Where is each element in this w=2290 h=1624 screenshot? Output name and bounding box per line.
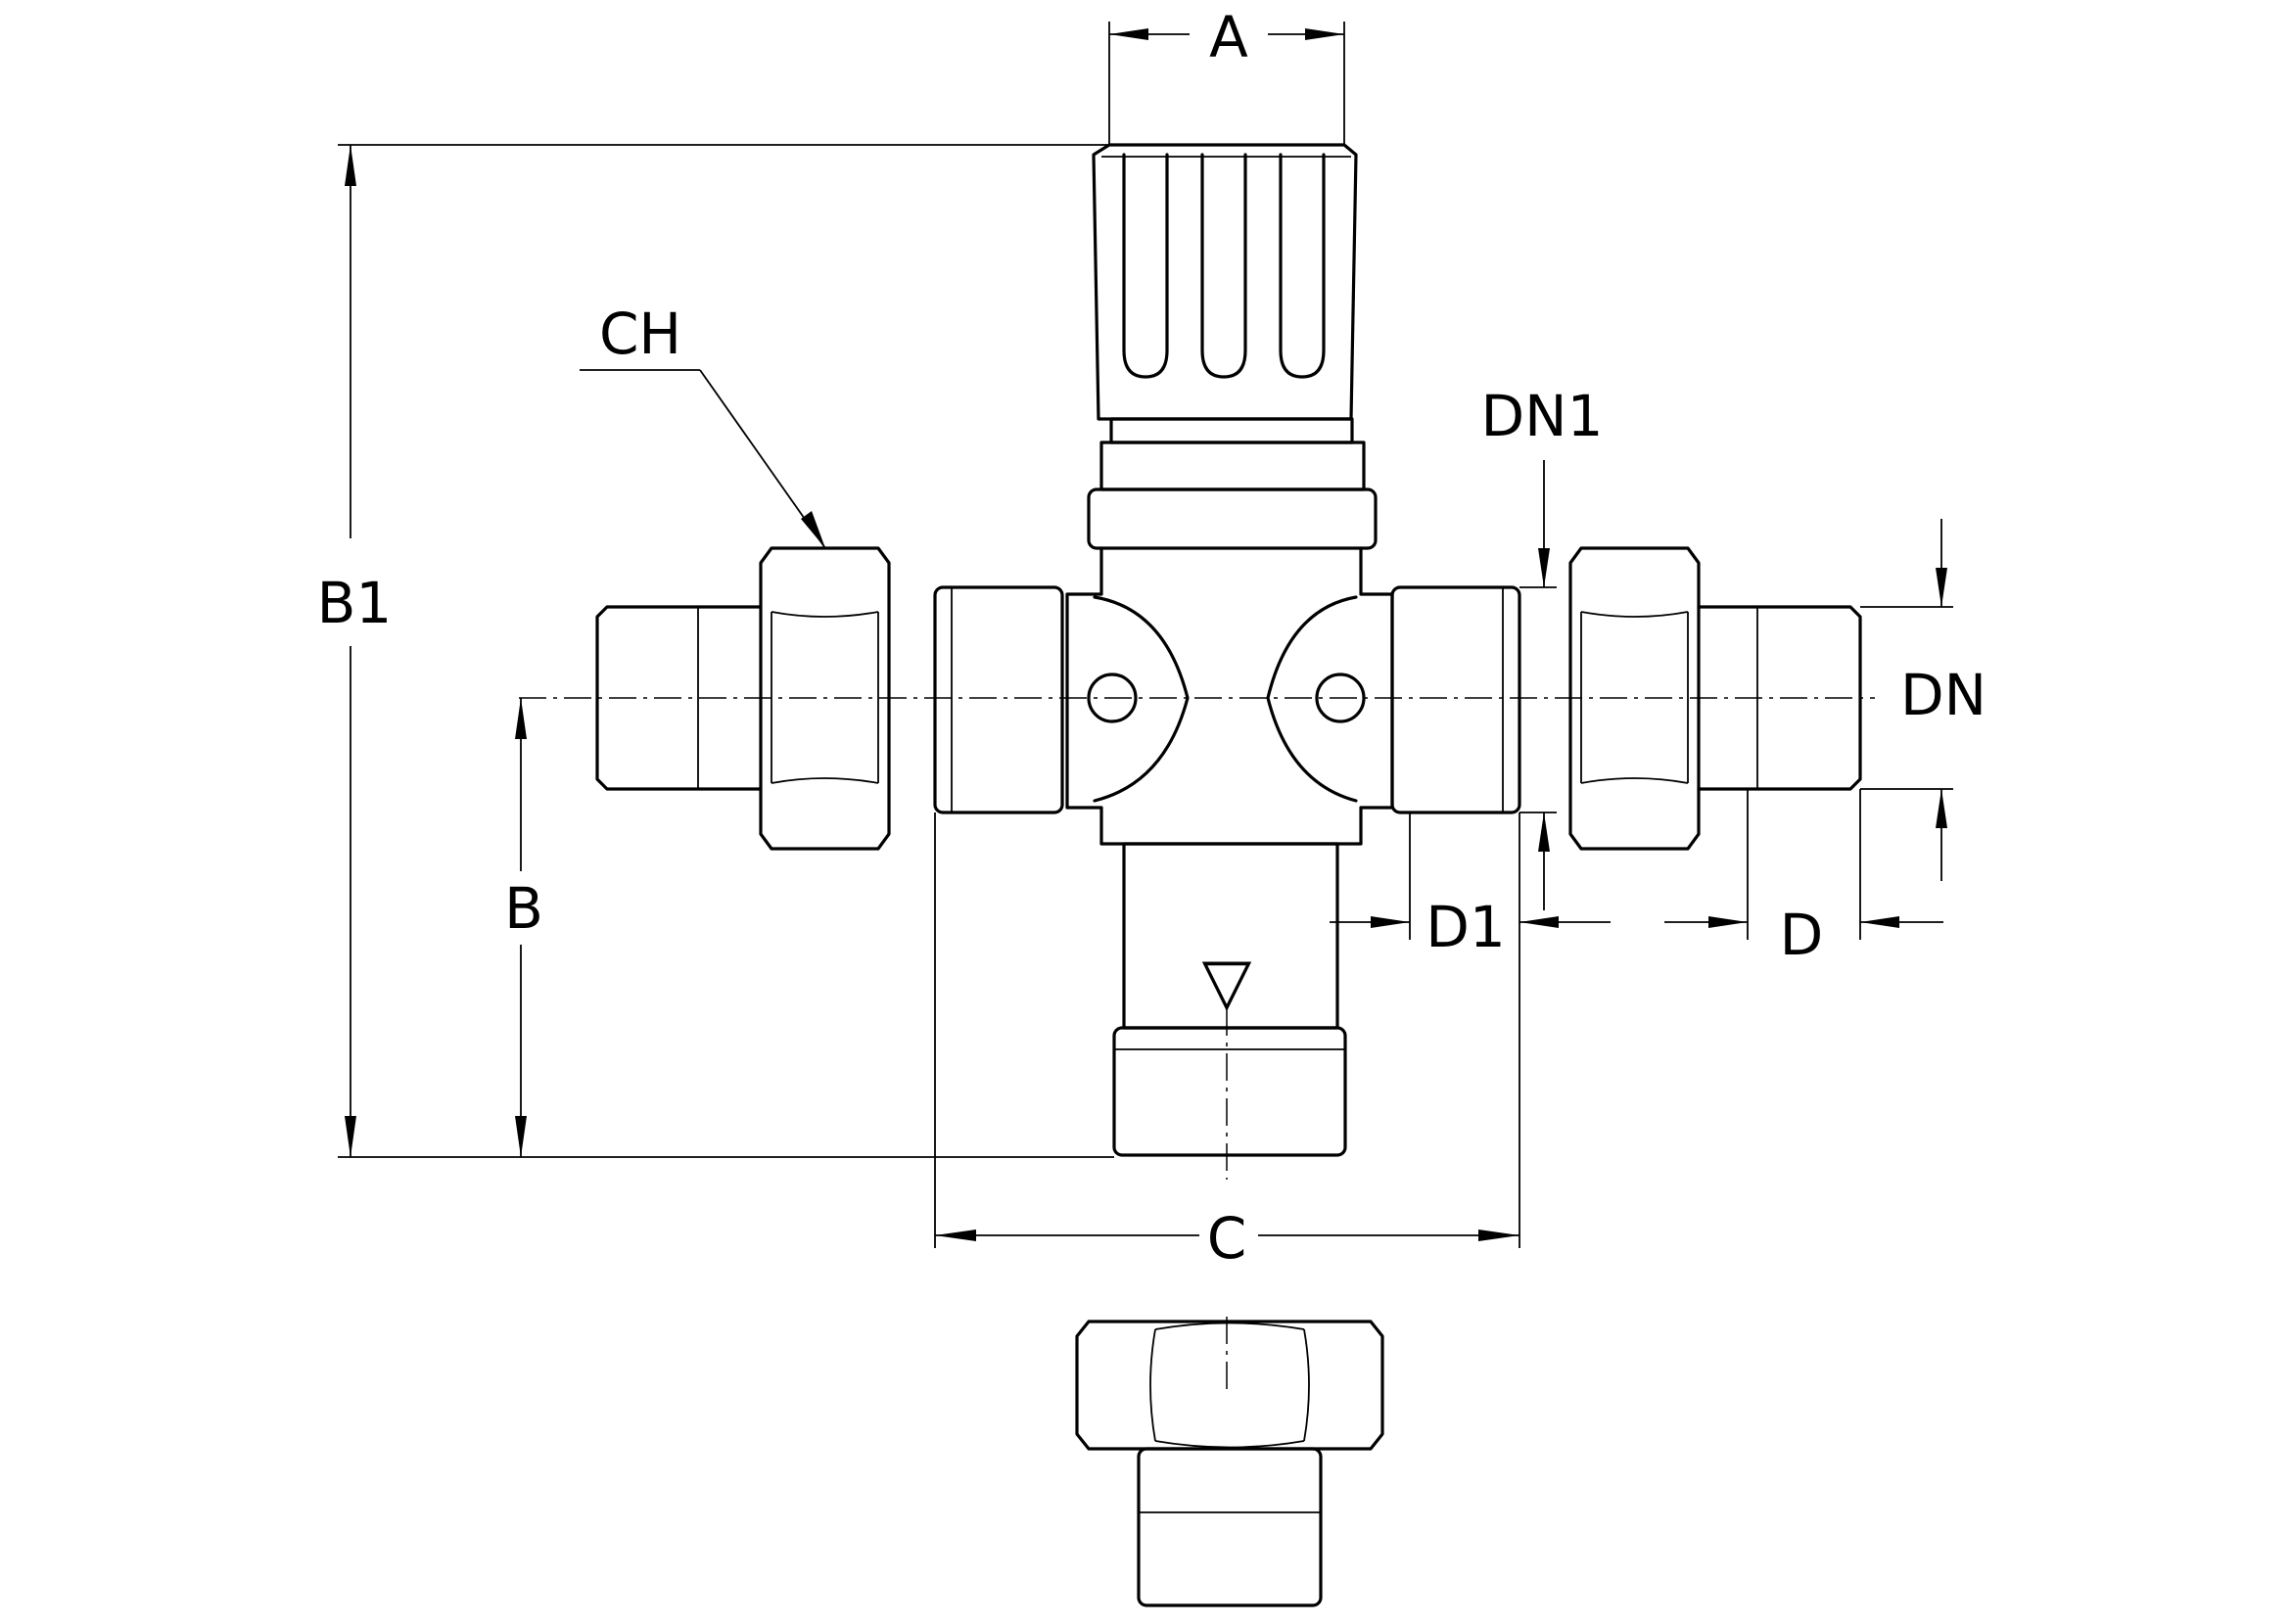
- label-a: A: [1209, 4, 1248, 70]
- dimension-dn: DN: [1860, 519, 1986, 881]
- dimension-ch: CH: [580, 301, 826, 549]
- dimension-c: C: [934, 812, 1520, 1272]
- right-port: [1390, 546, 1862, 851]
- adjustment-knob: [1092, 143, 1358, 421]
- label-b: B: [504, 875, 543, 942]
- dimension-b: B: [504, 698, 543, 1157]
- label-d1: D1: [1425, 894, 1506, 960]
- bonnet-collars: [1087, 417, 1378, 550]
- dimension-b1: B1: [317, 144, 1114, 1158]
- dimension-dn1: DN1: [1481, 383, 1604, 910]
- label-b1: B1: [317, 570, 393, 636]
- flow-direction-symbol: ▽: [1202, 944, 1252, 1019]
- left-port: [595, 546, 1064, 851]
- label-dn: DN: [1900, 662, 1986, 728]
- dimension-a: A: [1108, 4, 1345, 145]
- valve-body: [1065, 546, 1394, 1157]
- label-c: C: [1207, 1205, 1247, 1272]
- label-dn1: DN1: [1481, 383, 1604, 449]
- label-d: D: [1780, 902, 1824, 968]
- dimension-d: D: [1664, 789, 1943, 968]
- center-lines: [519, 697, 1875, 1390]
- dimension-d1: D1: [1330, 812, 1611, 960]
- label-ch: CH: [599, 301, 681, 367]
- separate-union-fitting: [1075, 1320, 1384, 1607]
